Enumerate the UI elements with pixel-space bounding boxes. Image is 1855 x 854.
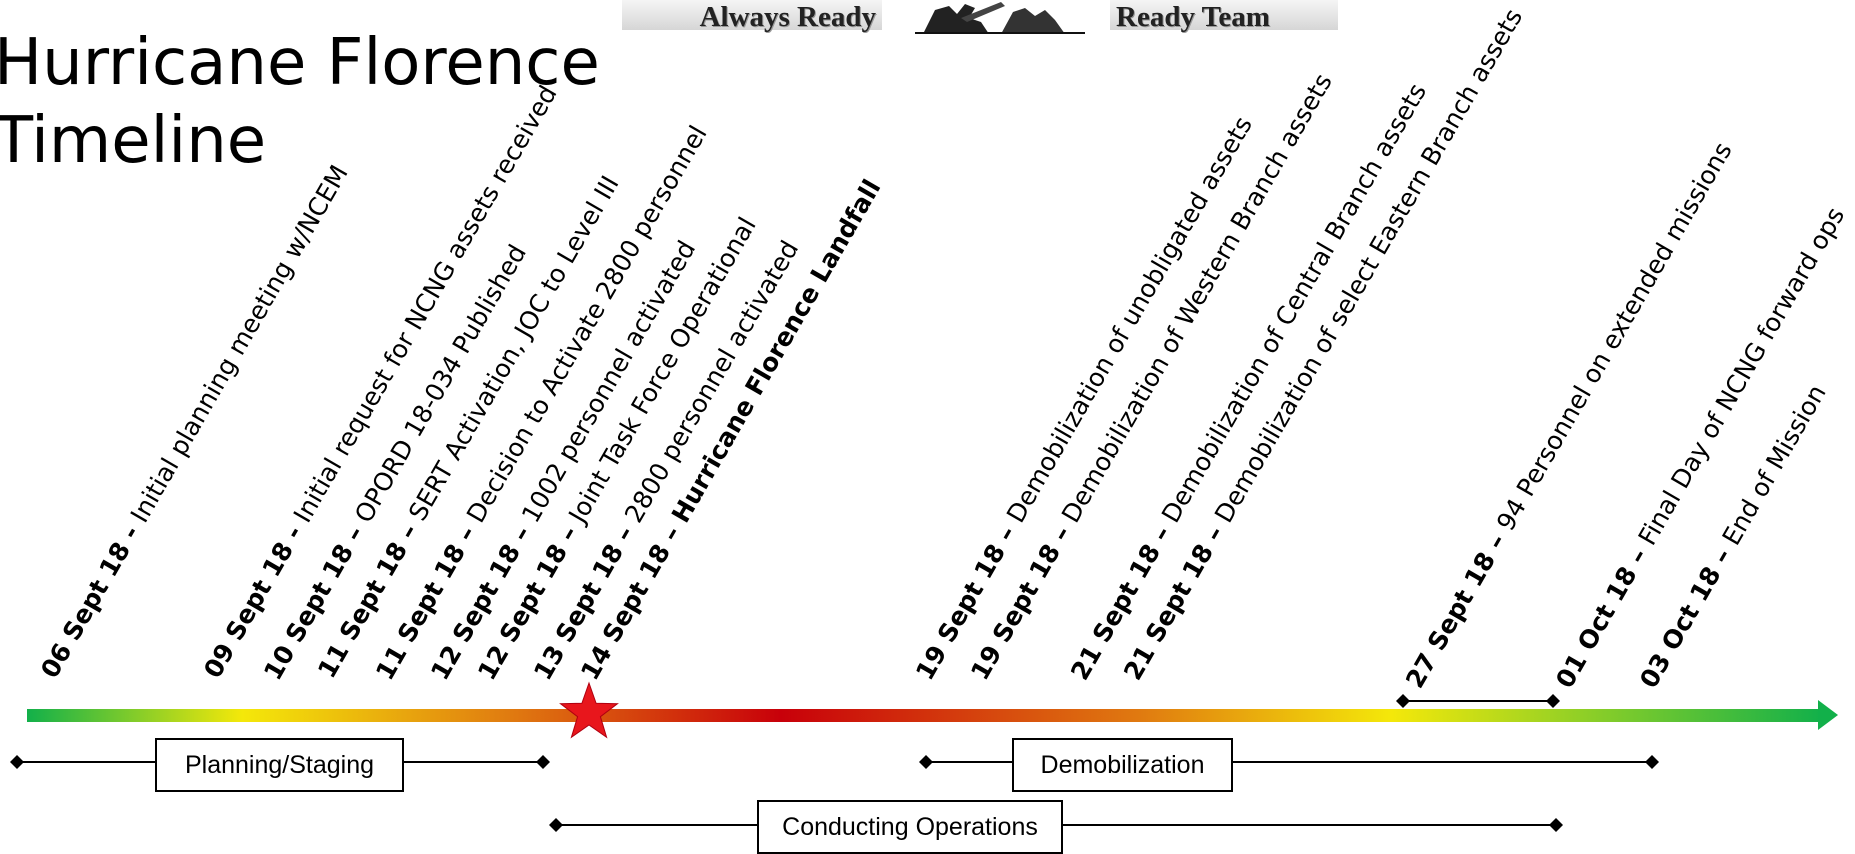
timeline-bar <box>27 709 1822 722</box>
bracket-end-icon <box>549 818 563 832</box>
phase-demobilization: Demobilization <box>1012 738 1233 792</box>
event-description: Demobilization of unobligated assets <box>1001 111 1258 527</box>
logo-left-text: Always Ready <box>699 1 876 33</box>
bracket-end-icon <box>1549 818 1563 832</box>
event-date: 01 Oct 18 <box>1550 562 1643 693</box>
slide-title: Hurricane Florence Timeline <box>0 24 600 180</box>
phase-conducting-operations: Conducting Operations <box>757 800 1063 854</box>
timeline-arrow <box>27 681 1838 739</box>
bracket-end-icon <box>1645 755 1659 769</box>
event-label: 19 Sept 18 – Demobilization of unobligat… <box>910 111 1258 685</box>
bracket-end-icon <box>1396 694 1410 708</box>
arrow-head-icon <box>1818 700 1838 730</box>
event-description: Hurricane Florence Landfall <box>666 175 887 528</box>
event-labels: 06 Sept 18 - Initial planning meeting w/… <box>35 4 1850 693</box>
bracket-end-icon <box>10 755 24 769</box>
bracket-end-icon <box>919 755 933 769</box>
event-date: 27 Sept 18 <box>1400 547 1501 693</box>
landfall-star-icon <box>559 681 619 739</box>
event-date: 06 Sept 18 <box>35 537 136 683</box>
bracket-end-icon <box>1546 694 1560 708</box>
title-line-2: Timeline <box>0 104 267 178</box>
minuteman-emblem-icon <box>915 2 1085 34</box>
event-date: 03 Oct 18 <box>1634 562 1727 693</box>
logo-left: Always Ready <box>622 0 882 34</box>
bracket-end-icon <box>536 755 550 769</box>
title-line-1: Hurricane Florence <box>0 26 600 100</box>
logo-right: Ready Team <box>1110 0 1338 34</box>
event-label: 19 Sept 18 – Demobilization of Western B… <box>965 68 1338 685</box>
logo-right-text: Ready Team <box>1116 1 1270 33</box>
event-description: Demobilization of select Eastern Branch … <box>1209 4 1528 528</box>
event-description: 94 Personnel on extended missions <box>1491 137 1738 535</box>
event-label: 21 Sept 18 – Demobilization of Central B… <box>1065 78 1432 685</box>
phase-planning-staging: Planning/Staging <box>155 738 404 792</box>
